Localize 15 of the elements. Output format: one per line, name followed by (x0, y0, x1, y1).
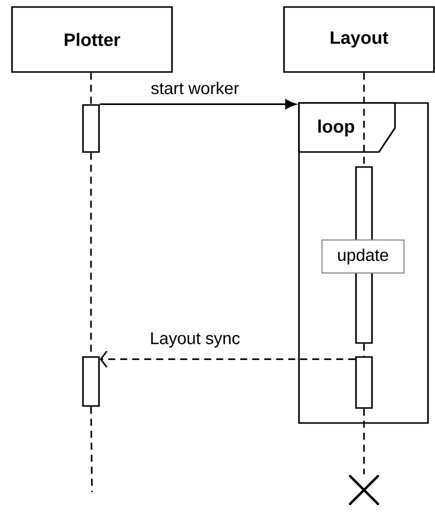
message-label: start worker (150, 80, 240, 96)
lifeline (90, 72, 92, 104)
lifeline (363, 72, 365, 166)
lifeline (363, 408, 365, 474)
participant-box: Layout (283, 6, 435, 73)
destroy-mark (349, 475, 379, 505)
note-box: update (322, 240, 404, 274)
lifeline (90, 406, 93, 492)
participant-box: Plotter (11, 6, 173, 73)
activation-bar (82, 104, 100, 153)
message-arrow (100, 99, 296, 110)
message-label: Layout sync (148, 331, 242, 349)
message-arrow (100, 350, 356, 368)
activation-bar (82, 356, 100, 407)
activation-bar (355, 356, 373, 409)
